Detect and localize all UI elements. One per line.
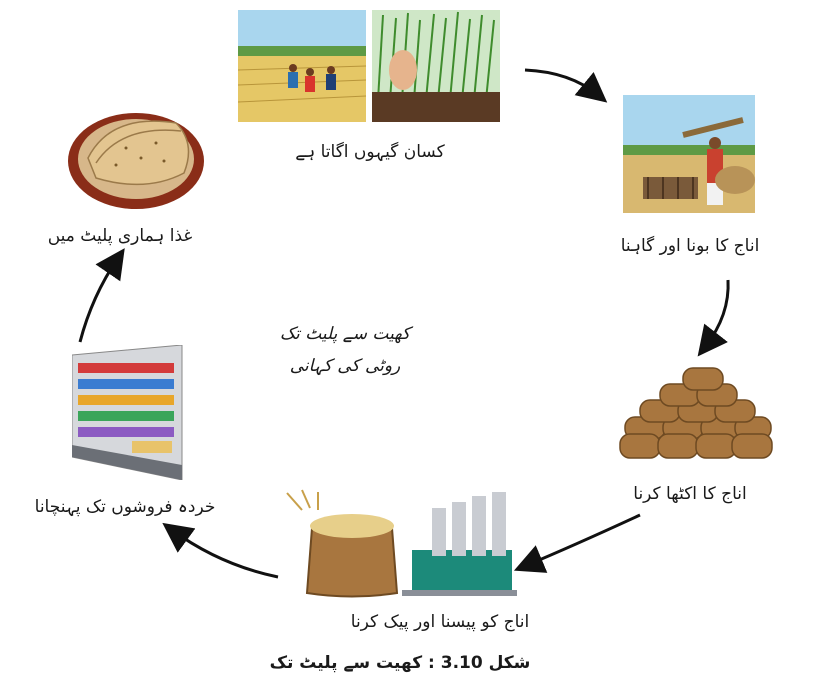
stage-label-5: خردہ فروشوں تک پہنچانا <box>20 497 230 517</box>
figure-caption: شکل 3.10 : کھیت سے پلیٹ تک <box>200 652 600 673</box>
stage-label-1: کسان گیہوں اگاتا ہے <box>270 142 470 162</box>
stage-label-6: غذا ہماری پلیٹ میں <box>20 226 220 246</box>
stage-label-3: اناج کا اکٹھا کرنا <box>600 484 780 504</box>
arrow-4 <box>172 530 278 577</box>
stage-label-4: اناج کو پیسنا اور پیک کرنا <box>330 612 550 632</box>
arrow-2 <box>705 280 728 347</box>
roti-plate-icon <box>66 103 206 211</box>
grain-sacks-icon <box>615 362 775 462</box>
arrow-1 <box>525 70 598 95</box>
center-title: کھیت سے پلیٹ تک روٹی کی کہانی <box>270 318 420 383</box>
stage-label-2: اناج کا بونا اور گاہنا <box>600 236 780 256</box>
arrow-3 <box>525 515 640 566</box>
winnowing-icon <box>623 95 755 213</box>
arrow-5 <box>80 258 118 342</box>
farm-harvest-icon <box>238 10 500 122</box>
flour-mill-icon <box>282 488 522 600</box>
store-shelves-icon <box>72 345 184 480</box>
